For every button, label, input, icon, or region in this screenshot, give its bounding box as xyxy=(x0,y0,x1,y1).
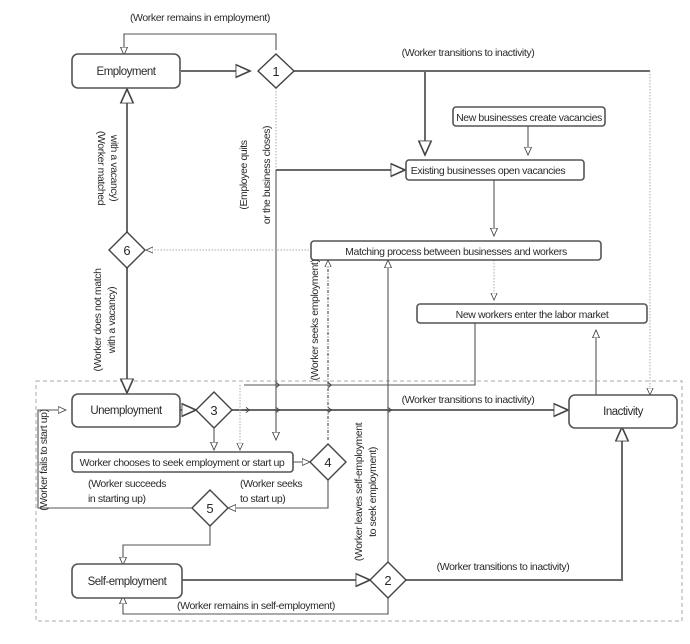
node-new-workers[interactable]: New workers enter the labor market xyxy=(416,303,648,324)
edge-d4-d5 xyxy=(228,480,329,508)
decision-1[interactable]: 1 xyxy=(256,53,296,89)
label-not-match-line1: (Worker does not match xyxy=(92,268,104,372)
node-inactivity-label: Inactivity xyxy=(603,406,643,418)
label-matched-line1: (Worker matched xyxy=(95,131,107,206)
node-employment-label: Employment xyxy=(97,66,157,78)
label-not-match-line2: with a vacancy) xyxy=(106,287,118,354)
decision-1-label: 1 xyxy=(272,64,279,79)
node-existing-businesses-label: Existing businesses open vacancies xyxy=(411,165,566,177)
decision-3[interactable]: 3 xyxy=(195,391,233,429)
node-unemployment[interactable]: Unemployment xyxy=(71,393,181,428)
node-self-employment-label: Self-employment xyxy=(88,576,168,588)
node-existing-businesses[interactable]: Existing businesses open vacancies xyxy=(405,159,585,181)
label-transition-inactivity-bottom: (Worker transitions to inactivity) xyxy=(437,561,570,573)
label-leaves-self-line2: to seek employment) xyxy=(367,447,379,537)
node-new-businesses[interactable]: New businesses create vacancies xyxy=(452,106,606,127)
decision-6[interactable]: 6 xyxy=(108,231,146,269)
label-quits-line2: or the business closes) xyxy=(261,126,273,224)
label-matched-line2: with a vacancy) xyxy=(108,134,120,201)
node-matching[interactable]: Matching process between businesses and … xyxy=(310,240,602,261)
label-seeks-startup-line1: (Worker seeks xyxy=(240,478,302,490)
node-matching-label: Matching process between businesses and … xyxy=(345,246,567,258)
node-inactivity[interactable]: Inactivity xyxy=(568,394,678,429)
label-leaves-self-line1: (Worker leaves self-employment xyxy=(353,422,365,561)
node-unemployment-label: Unemployment xyxy=(90,405,163,417)
edge-remains-employment xyxy=(124,33,277,55)
decision-4-label: 4 xyxy=(324,455,331,470)
edge-d5-self-employment xyxy=(123,526,211,565)
label-remains-self: (Worker remains in self-employment) xyxy=(177,600,335,612)
decision-3-label: 3 xyxy=(210,403,217,418)
edge-new-workers-down xyxy=(244,323,476,386)
label-succeeds-line1: (Worker succeeds xyxy=(88,478,166,490)
decision-6-label: 6 xyxy=(123,243,130,258)
decision-5[interactable]: 5 xyxy=(191,489,229,527)
node-new-workers-label: New workers enter the labor market xyxy=(456,309,609,321)
label-seeks-employment: (Worker seeks employment) xyxy=(309,259,321,380)
label-transition-inactivity-top: (Worker transitions to inactivity) xyxy=(402,47,535,59)
worker-region-border xyxy=(35,380,683,622)
decision-2-label: 2 xyxy=(384,573,391,588)
decision-5-label: 5 xyxy=(206,501,213,516)
label-quits-line1: (Employee quits xyxy=(238,140,250,209)
label-fails-startup: (Worker fails to start up) xyxy=(38,409,50,510)
node-self-employment[interactable]: Self-employment xyxy=(71,563,183,599)
label-remains-employment: (Worker remains in employment) xyxy=(130,12,270,24)
node-new-businesses-label: New businesses create vacancies xyxy=(456,112,602,124)
label-succeeds-line2: in starting up) xyxy=(88,493,146,505)
node-worker-chooses-label: Worker chooses to seek employment or sta… xyxy=(80,457,285,469)
label-seeks-startup-line2: to start up) xyxy=(240,493,285,505)
edge-d5-fails xyxy=(37,410,192,509)
node-worker-chooses[interactable]: Worker chooses to seek employment or sta… xyxy=(71,451,294,473)
decision-2[interactable]: 2 xyxy=(369,561,407,599)
edge-remains-self xyxy=(123,596,389,615)
decision-4[interactable]: 4 xyxy=(309,443,347,481)
node-employment[interactable]: Employment xyxy=(71,53,181,89)
edge-d2-inactivity xyxy=(406,427,622,581)
label-transition-inactivity-mid: (Worker transitions to inactivity) xyxy=(402,394,535,406)
